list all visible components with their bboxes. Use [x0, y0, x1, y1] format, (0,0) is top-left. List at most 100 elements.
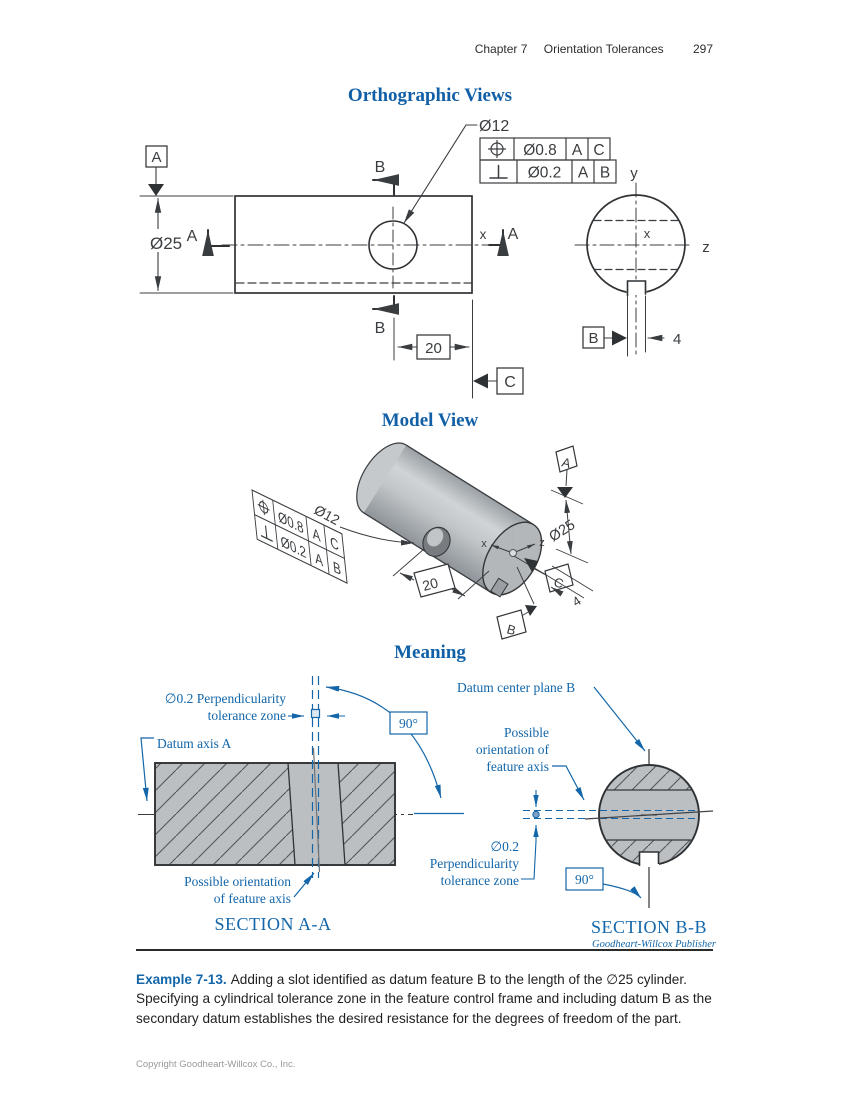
- bb-datum-plane-label: Datum center plane B: [457, 680, 575, 695]
- cylinder-3d: [356, 442, 543, 598]
- bb-possible-leader: [552, 765, 585, 801]
- datum-c-triangle-icon: [473, 373, 488, 389]
- model-hole-leader: [339, 526, 415, 546]
- model-dim4-arrow: [550, 586, 564, 597]
- hole-3d-highlight: [427, 528, 444, 547]
- position-tolerance-value: Ø0.8: [523, 142, 557, 159]
- slot-outline: [626, 280, 647, 297]
- aa-zone-square: [310, 708, 321, 719]
- model-dim20-value: 20: [421, 574, 440, 594]
- model-fcf-d1b: C: [329, 534, 339, 555]
- slot-mask: [626, 281, 647, 295]
- triad-x-label: x: [481, 538, 487, 550]
- model-fcf-d2a: A: [314, 550, 324, 571]
- aa-feature-axis: [312, 747, 321, 873]
- datum-b-triangle-icon: [612, 330, 627, 346]
- datum-c-letter: C: [504, 374, 516, 391]
- header-title: Orientation Tolerances: [543, 42, 664, 56]
- model-datum-c-triangle-icon: [524, 558, 538, 572]
- caption-example-label: Example 7-13.: [136, 971, 227, 987]
- axis-x-label-side: x: [644, 226, 651, 241]
- bb-slot-outline: [638, 851, 660, 866]
- dim20-value: 20: [425, 340, 442, 357]
- bb-possible-line1: Possible: [504, 725, 549, 740]
- datum-a-flag: A: [145, 145, 168, 196]
- perpendicularity-datum1: A: [578, 165, 589, 182]
- copyright-line: Copyright Goodheart-Willcox Co., Inc.: [136, 1059, 296, 1070]
- model-datum-a-flag: A: [555, 445, 578, 498]
- model-datum-b-letter: B: [505, 621, 517, 638]
- model-view: x z: [251, 442, 594, 640]
- perpendicularity-tolerance-value: Ø0.2: [528, 165, 562, 182]
- model-dim20-arrow1: [399, 572, 415, 582]
- aa-zone-label-line2: tolerance zone: [208, 708, 286, 723]
- orthographic-views-title: Orthographic Views: [347, 85, 513, 106]
- model-fcf-d2b: B: [332, 559, 342, 580]
- model-dia25-ext1: [550, 489, 584, 505]
- axis-x-label-front: x: [480, 227, 487, 242]
- model-part-diameter: Ø25: [546, 517, 578, 545]
- bb-zone-label-line2: Perpendicularity: [430, 856, 519, 871]
- bb-datum-plane-leader: [593, 686, 646, 752]
- section-a-arrow-left: A: [187, 228, 230, 256]
- perpendicularity-symbol-icon: [489, 164, 508, 179]
- model-dim20-ext1: [392, 548, 425, 577]
- datum-a-triangle-icon: [148, 184, 164, 196]
- dim-text-mask: [147, 229, 188, 252]
- datum-c-flag: C: [473, 367, 524, 395]
- bb-angle-value: 90°: [575, 872, 594, 887]
- aa-zone-label-line1: ∅0.2 Perpendicularity: [165, 691, 286, 706]
- model-dim4-ext1: [542, 572, 585, 599]
- dim4-value: 4: [673, 331, 681, 348]
- aa-hatch: [155, 763, 395, 865]
- section-b-arrow-top: B: [372, 159, 399, 196]
- model-datum-b-triangle-icon: [525, 605, 537, 616]
- model-dim4-ext2: [551, 565, 594, 592]
- position-datum1: A: [572, 142, 583, 159]
- section-bb-diagram: Datum center plane B Possible orientatio…: [430, 680, 717, 950]
- model-datum-a-letter: A: [560, 454, 573, 471]
- model-dim20-box: [413, 563, 456, 598]
- bb-possible-line2: orientation of: [476, 742, 550, 757]
- publisher-credit: Goodheart-Willcox Publisher: [592, 939, 717, 950]
- position-datum2: C: [593, 142, 604, 159]
- header-chapter: Chapter 7: [474, 42, 528, 56]
- model-datum-a-triangle-icon: [557, 487, 573, 498]
- bb-angle-box: [565, 867, 604, 891]
- section-b-label-bottom: B: [375, 320, 386, 337]
- perpendicularity-datum2: B: [600, 165, 610, 182]
- model-view-title: Model View: [381, 410, 479, 431]
- bb-angle-arc: [602, 883, 642, 899]
- bb-possible-line3: feature axis: [486, 759, 549, 774]
- section-aa-diagram: ∅0.2 Perpendicularity tolerance zone Dat…: [138, 676, 464, 934]
- bb-zone-dot: [532, 810, 540, 819]
- model-datum-b-flag: B: [496, 566, 537, 640]
- section-a-label-right: A: [508, 226, 519, 243]
- caption-text: Adding a slot identified as datum featur…: [136, 971, 712, 1026]
- axis-z-label: z: [702, 239, 710, 256]
- hole-diameter-label: Ø12: [479, 118, 509, 135]
- datum-b-letter: B: [588, 330, 598, 347]
- aa-angle-box: [389, 711, 428, 735]
- hole-circle: [368, 220, 418, 270]
- model-dia25-ext2: [555, 548, 589, 564]
- aa-hole-edge-left: [287, 762, 296, 866]
- axis-triad: x z: [481, 527, 545, 557]
- section-aa-title: SECTION A-A: [215, 914, 332, 934]
- section-bb-title: SECTION B-B: [591, 917, 707, 937]
- model-dia25-dim-line: [564, 499, 573, 555]
- datum-b-flag: B: [582, 326, 627, 349]
- hole-leader-line: [403, 124, 478, 224]
- datum-a-letter: A: [151, 149, 161, 166]
- section-a-arrow-right: x A: [480, 226, 519, 256]
- aa-angle-value: 90°: [399, 716, 418, 731]
- model-dim4-value: 4: [569, 593, 583, 610]
- side-view: y z x B 4: [574, 165, 710, 357]
- aa-possible-leader: [293, 872, 315, 898]
- section-b-arrow-bottom: B: [372, 295, 399, 337]
- triad-z-label: z: [539, 537, 545, 549]
- meaning-title: Meaning: [394, 642, 466, 663]
- feature-control-frame-perpendicularity: [479, 159, 617, 184]
- slot-3d: [490, 577, 509, 598]
